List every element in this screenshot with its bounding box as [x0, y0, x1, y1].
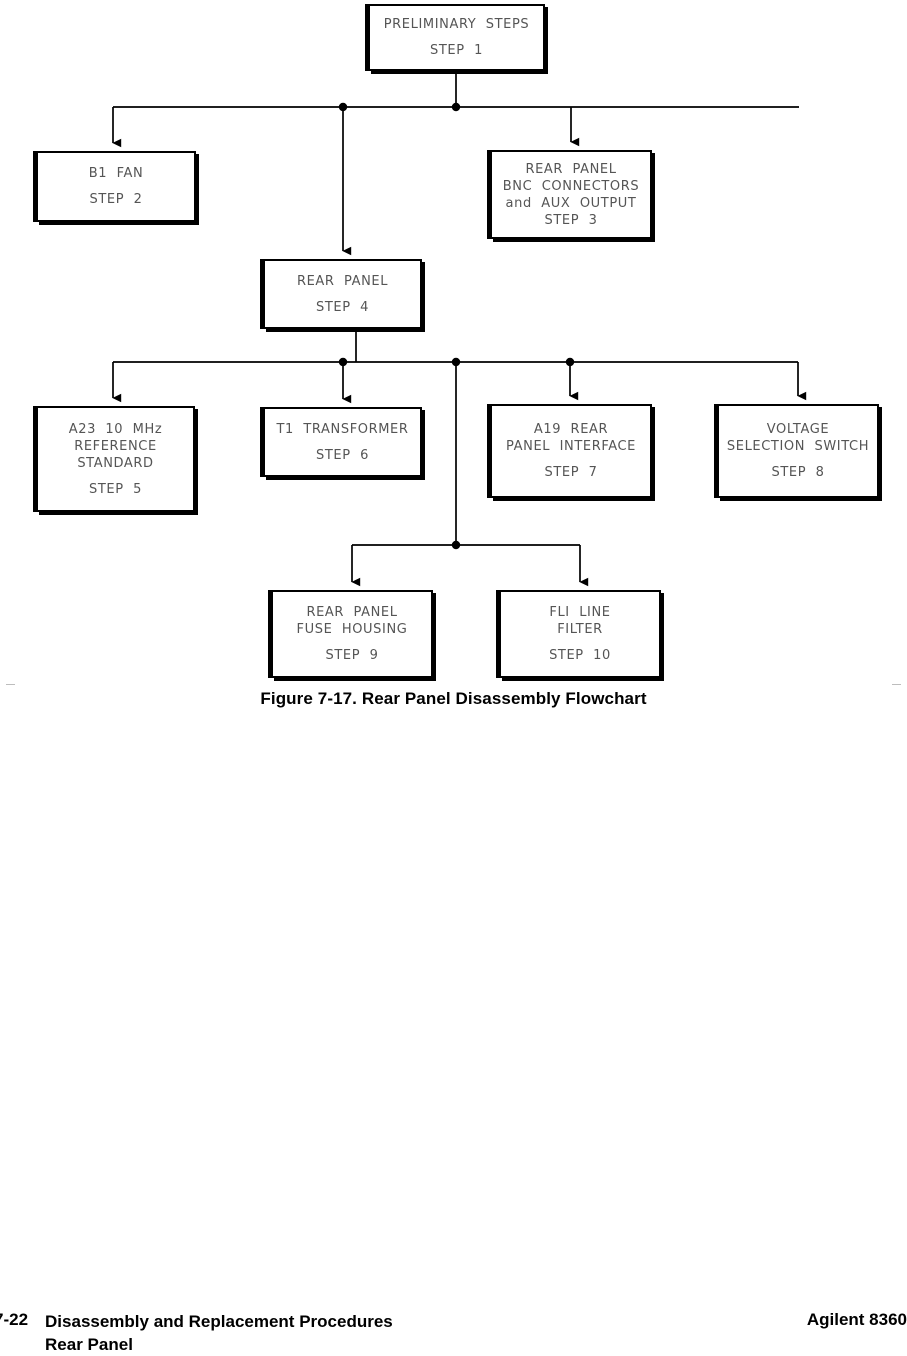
flow-box-line: PRELIMINARY STEPS [383, 17, 530, 32]
rear-panel-disassembly-flowchart: PRELIMINARY STEPS STEP 1 B1 FAN STEP 2 REAR … [36, 4, 879, 678]
footer-chapter-title: Disassembly and Replacement Procedures [45, 1312, 393, 1331]
crop-tick-left [6, 684, 15, 685]
junction-dot [451, 102, 461, 112]
flow-box-line: A23 10 MHz [68, 421, 163, 437]
junction-dot [451, 540, 461, 550]
page-footer: 7-22 Disassembly and Replacement Procedu… [0, 1310, 907, 1356]
footer-product-name: Agilent 8360 [806, 1310, 907, 1329]
flow-box-line: STEP 3 [544, 212, 598, 228]
figure-caption: Figure 7-17. Rear Panel Disassembly Flow… [260, 689, 647, 708]
flow-box-step8: VOLTAGE SELECTION SWITCH STEP 8 [717, 404, 879, 498]
junction-dot [565, 357, 575, 367]
flow-box-line: and AUX OUTPUT [505, 195, 637, 211]
flow-box-line: STEP 4 [316, 299, 369, 315]
flow-box-line: REAR PANEL [525, 161, 617, 177]
flow-box-line: A19 REAR [533, 422, 609, 437]
flow-box-line: STEP 10 [549, 648, 611, 663]
flow-box-step6: T1 TRANSFORMER STEP 6 [263, 407, 422, 477]
crop-tick-right [892, 684, 901, 685]
flow-box-line: REAR PANEL [306, 605, 398, 620]
footer-left-group: 7-22 Disassembly and Replacement Procedu… [0, 1310, 393, 1356]
flow-box-line: FUSE HOUSING [296, 622, 408, 637]
junction-dot [338, 357, 348, 367]
flow-box-line: STEP 5 [89, 481, 142, 497]
flow-box-line: STANDARD [77, 455, 154, 471]
footer-page-number: 7-22 [0, 1310, 29, 1329]
footer-titles: Disassembly and Replacement Procedures R… [45, 1310, 393, 1356]
junction-dot [338, 102, 348, 112]
footer-section-title: Rear Panel [45, 1335, 133, 1354]
flow-box-step9: REAR PANEL FUSE HOUSING STEP 9 [271, 590, 433, 678]
junction-dot [451, 357, 461, 367]
flow-box-step10: FLI LINE FILTER STEP 10 [499, 590, 661, 678]
flow-box-line: REAR PANEL [296, 273, 389, 289]
flow-box-line: STEP 6 [316, 447, 369, 463]
flow-box-line: STEP 9 [325, 648, 379, 663]
flow-box-line: STEP 2 [89, 192, 143, 207]
flow-box-line: FILTER [557, 622, 603, 637]
flowchart-connectors [112, 71, 807, 587]
flow-box-step4: REAR PANEL STEP 4 [263, 259, 422, 329]
flow-box-line: VOLTAGE [766, 422, 830, 437]
flow-box-line: SELECTION SWITCH [726, 439, 870, 454]
flow-box-line: B1 FAN [88, 166, 144, 181]
flow-box-step1: PRELIMINARY STEPS STEP 1 [368, 4, 545, 71]
flow-box-line: PANEL INTERFACE [506, 439, 636, 454]
flow-box-line: STEP 1 [430, 43, 483, 58]
flow-box-step2: B1 FAN STEP 2 [36, 151, 196, 222]
flow-box-step7: A19 REAR PANEL INTERFACE STEP 7 [490, 404, 652, 498]
flow-box-line: FLI LINE [549, 605, 611, 620]
flow-box-line: BNC CONNECTORS [502, 178, 640, 194]
flow-box-line: STEP 7 [544, 465, 598, 480]
flow-box-line: STEP 8 [771, 465, 825, 480]
flow-box-line: REFERENCE [74, 438, 157, 454]
flow-box-line: T1 TRANSFORMER [276, 421, 409, 437]
